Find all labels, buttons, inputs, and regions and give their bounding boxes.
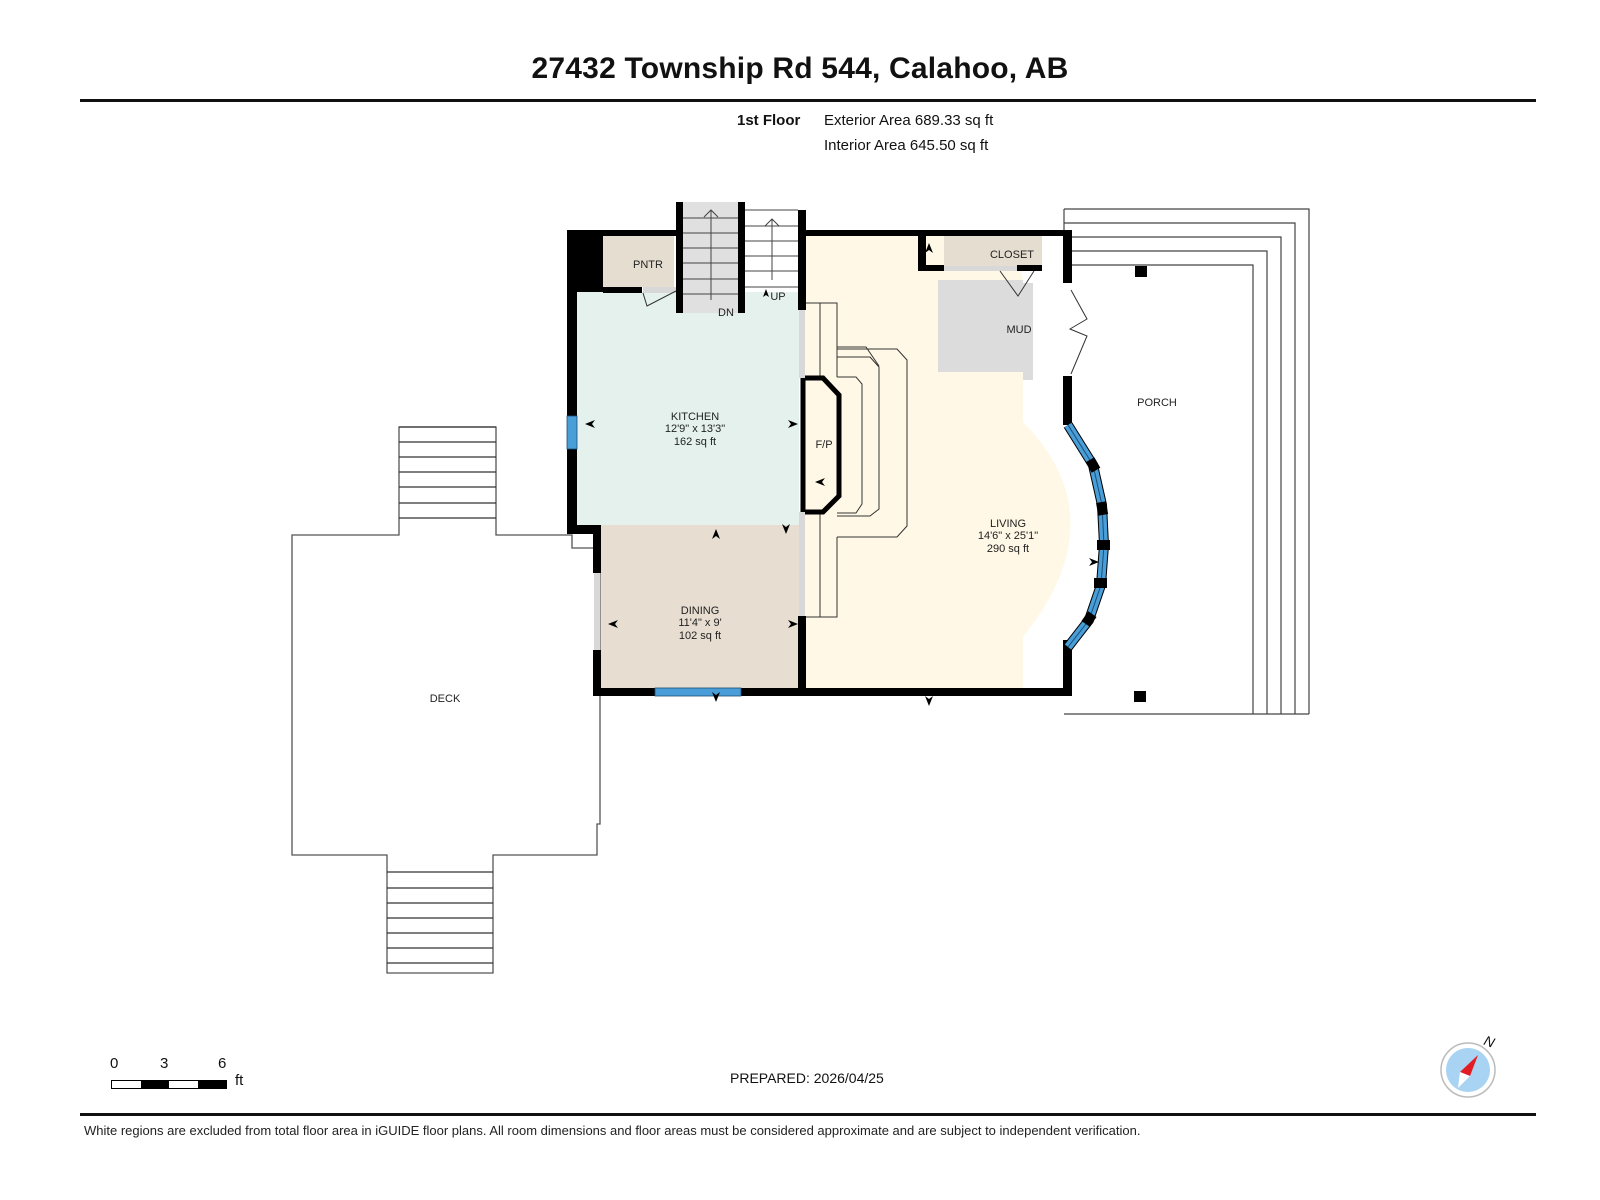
mud-label: MUD [1006, 324, 1031, 336]
prepared-date: PREPARED: 2026/04/25 [730, 1070, 884, 1086]
stair-down [682, 202, 738, 313]
kitchen-living-opening [799, 310, 805, 378]
measure-arrows [585, 243, 1099, 706]
deck: DECK [291, 426, 601, 974]
stair-down-label: DN [718, 307, 734, 319]
living-label: LIVING [990, 518, 1026, 530]
compass-icon: N [1440, 1032, 1498, 1098]
porch-post [1135, 266, 1147, 277]
porch-post [1134, 691, 1146, 702]
dining-living-opening [799, 512, 805, 616]
dining-floor [601, 525, 800, 689]
pantry-door [643, 287, 676, 293]
closet-door [944, 266, 1017, 271]
porch-label: PORCH [1137, 397, 1177, 409]
kitchen-area: 162 sq ft [674, 436, 716, 448]
mud-door-gap [1023, 283, 1033, 380]
living-dims: 14'6" x 25'1" [978, 530, 1038, 542]
interior-area: Interior Area 645.50 sq ft [824, 137, 989, 154]
dining-area: 102 sq ft [679, 630, 721, 642]
deck-label: DECK [430, 693, 461, 705]
scale-tick-3: 3 [160, 1055, 169, 1072]
footer-divider [80, 1113, 1536, 1116]
up-arrow-icon [763, 289, 769, 297]
kitchen-window [566, 415, 578, 450]
dining-door [594, 573, 600, 650]
kitchen-floor [577, 292, 799, 526]
scale-tick-6: 6 [218, 1055, 227, 1072]
scale-unit: ft [235, 1072, 244, 1089]
header-divider [80, 99, 1536, 102]
walls [567, 202, 1072, 696]
exterior-area: Exterior Area 689.33 sq ft [824, 112, 994, 129]
closet-label: CLOSET [990, 249, 1034, 261]
living-area: 290 sq ft [987, 543, 1029, 555]
pantry-floor [603, 236, 674, 287]
bay-window [1063, 422, 1110, 651]
dining-dims: 11'4" x 9' [678, 617, 721, 629]
mud-floor [938, 280, 1023, 372]
floor-label: 1st Floor [737, 112, 801, 129]
kitchen-label: KITCHEN [671, 411, 719, 423]
porch [1063, 208, 1310, 715]
fireplace-label: F/P [815, 439, 832, 451]
dining-label: DINING [681, 605, 720, 617]
scale-tick-0: 0 [110, 1055, 119, 1072]
stair-up-label: UP [770, 291, 785, 303]
page-title: 27432 Township Rd 544, Calahoo, AB [531, 52, 1069, 85]
closet-floor [944, 236, 1042, 266]
kitchen-dims: 12'9" x 13'3" [665, 423, 725, 435]
disclaimer: White regions are excluded from total fl… [84, 1123, 1141, 1138]
pantry-label: PNTR [633, 259, 663, 271]
dining-window [654, 687, 742, 697]
